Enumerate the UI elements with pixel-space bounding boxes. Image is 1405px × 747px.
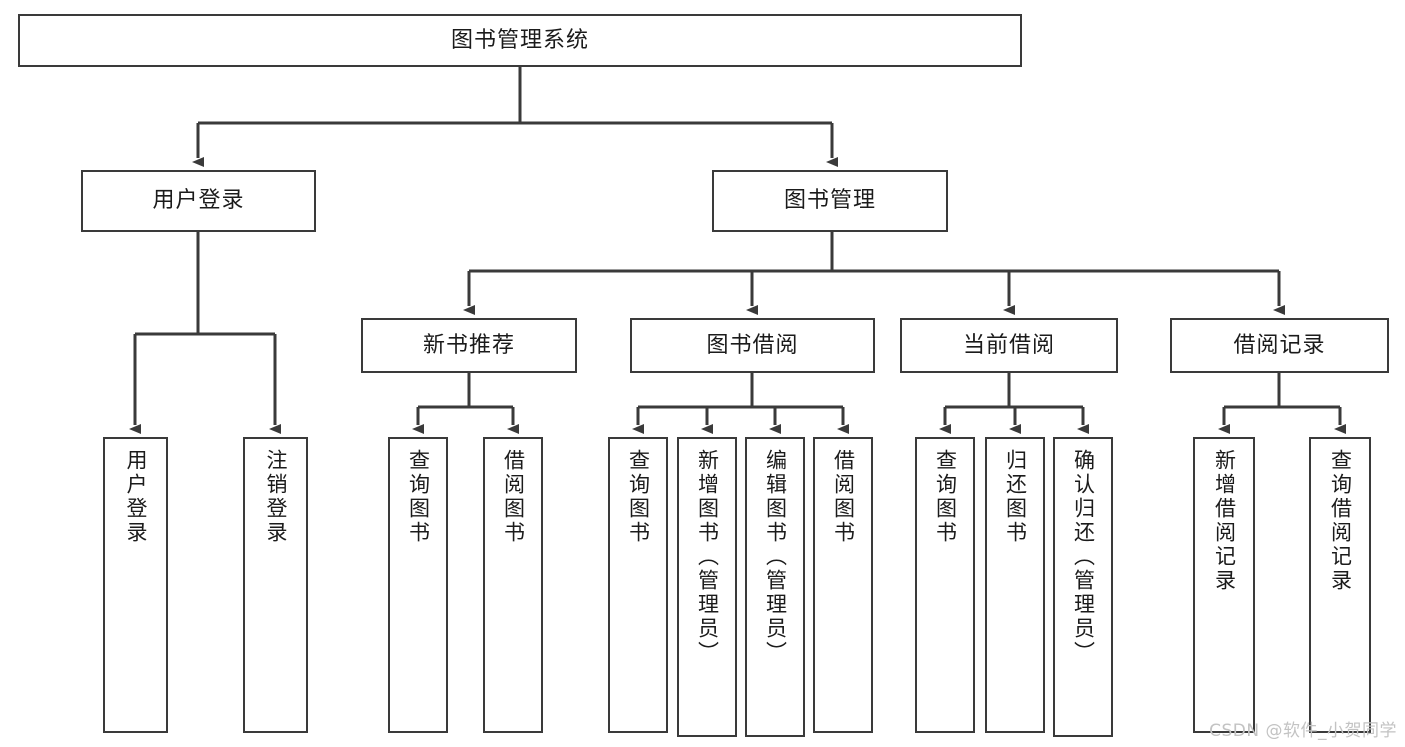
leaf-current-borrow-query-book[interactable]: 查询图书 [915,437,975,733]
node-label: 图书借阅 [706,332,799,358]
node-label: 注销登录 [264,449,288,545]
node-root-book-management-system[interactable]: 图书管理系统 [18,14,1022,67]
node-label: 确认归还（管理员） [1071,449,1096,665]
node-label: 图书管理 [783,188,876,214]
node-label: 编辑图书（管理员） [763,449,788,665]
node-user-login[interactable]: 用户登录 [81,170,316,232]
node-book-borrow[interactable]: 图书借阅 [630,318,875,373]
node-label: 新增图书（管理员） [695,449,720,665]
leaf-book-borrow-add-book-admin[interactable]: 新增图书（管理员） [677,437,737,737]
node-label: 图书管理系统 [450,27,589,53]
node-label: 查询借阅记录 [1328,449,1353,593]
node-label: 新增借阅记录 [1212,449,1237,593]
node-current-borrow[interactable]: 当前借阅 [900,318,1118,373]
node-borrow-record[interactable]: 借阅记录 [1170,318,1389,373]
leaf-book-borrow-borrow-book[interactable]: 借阅图书 [813,437,873,733]
leaf-current-borrow-return-book[interactable]: 归还图书 [985,437,1045,733]
leaf-new-book-borrow-book[interactable]: 借阅图书 [483,437,543,733]
node-label: 新书推荐 [422,332,515,358]
leaf-borrow-record-add-record[interactable]: 新增借阅记录 [1193,437,1255,733]
node-label: 借阅记录 [1233,332,1326,358]
leaf-borrow-record-query-record[interactable]: 查询借阅记录 [1309,437,1371,733]
node-label: 借阅图书 [831,449,856,545]
node-label: 借阅图书 [501,449,526,545]
node-label: 查询图书 [626,449,651,545]
node-label: 用户登录 [152,188,245,214]
watermark-text: CSDN @软件_小贺同学 [1209,721,1397,741]
leaf-book-borrow-edit-book-admin[interactable]: 编辑图书（管理员） [745,437,805,737]
node-label: 用户登录 [124,449,148,545]
node-label: 查询图书 [933,449,958,545]
leaf-user-login-logout[interactable]: 注销登录 [243,437,308,733]
node-label: 当前借阅 [962,332,1055,358]
node-label: 归还图书 [1003,449,1028,545]
node-new-book-recommend[interactable]: 新书推荐 [361,318,577,373]
node-book-management[interactable]: 图书管理 [712,170,948,232]
leaf-new-book-query-book[interactable]: 查询图书 [388,437,448,733]
leaf-user-login-login[interactable]: 用户登录 [103,437,168,733]
node-label: 查询图书 [406,449,431,545]
leaf-current-borrow-confirm-return-admin[interactable]: 确认归还（管理员） [1053,437,1113,737]
leaf-book-borrow-query-book[interactable]: 查询图书 [608,437,668,733]
